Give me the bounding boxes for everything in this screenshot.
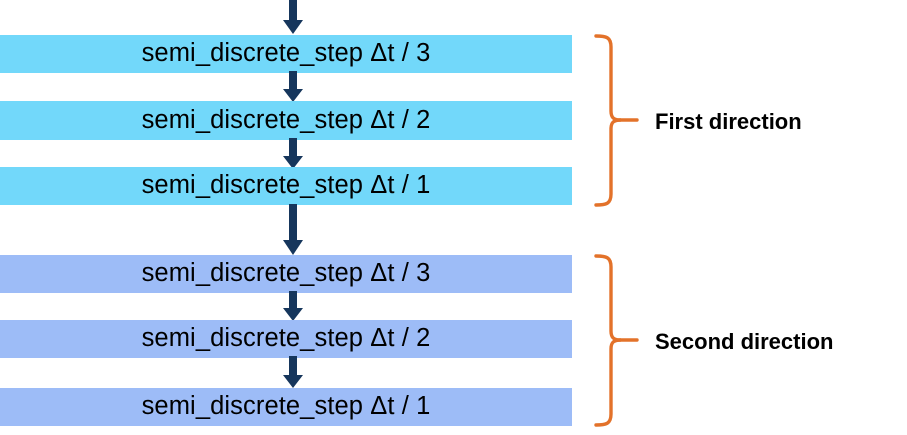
step-bar-first-direction-2[interactable]: semi_discrete_step Δt / 2 (0, 101, 572, 140)
step-label: semi_discrete_step Δt / 1 (141, 392, 431, 421)
step-bar-first-direction-1[interactable]: semi_discrete_step Δt / 3 (0, 35, 572, 73)
step-label: semi_discrete_step Δt / 2 (141, 324, 431, 353)
brace-first-direction (594, 33, 640, 208)
arrow-step-2-to-step-3 (281, 138, 305, 170)
step-bar-second-direction-1[interactable]: semi_discrete_step Δt / 3 (0, 255, 572, 293)
arrow-step-5-to-step-6 (281, 356, 305, 389)
group-label-first-direction: First direction (655, 109, 802, 134)
arrow-step-4-to-step-5 (281, 291, 305, 322)
step-bar-first-direction-3[interactable]: semi_discrete_step Δt / 1 (0, 167, 572, 205)
step-label: semi_discrete_step Δt / 2 (141, 105, 431, 134)
step-label: semi_discrete_step Δt / 3 (141, 39, 431, 68)
brace-second-direction (594, 253, 640, 428)
step-label: semi_discrete_step Δt / 1 (141, 171, 431, 200)
arrow-into-step-1 (281, 0, 305, 36)
group-label-second-direction: Second direction (655, 329, 834, 354)
step-bar-second-direction-3[interactable]: semi_discrete_step Δt / 1 (0, 388, 572, 426)
arrow-step-1-to-step-2 (281, 71, 305, 103)
arrow-first-to-second-direction (281, 204, 305, 256)
step-bar-second-direction-2[interactable]: semi_discrete_step Δt / 2 (0, 320, 572, 358)
step-label: semi_discrete_step Δt / 3 (141, 259, 431, 288)
